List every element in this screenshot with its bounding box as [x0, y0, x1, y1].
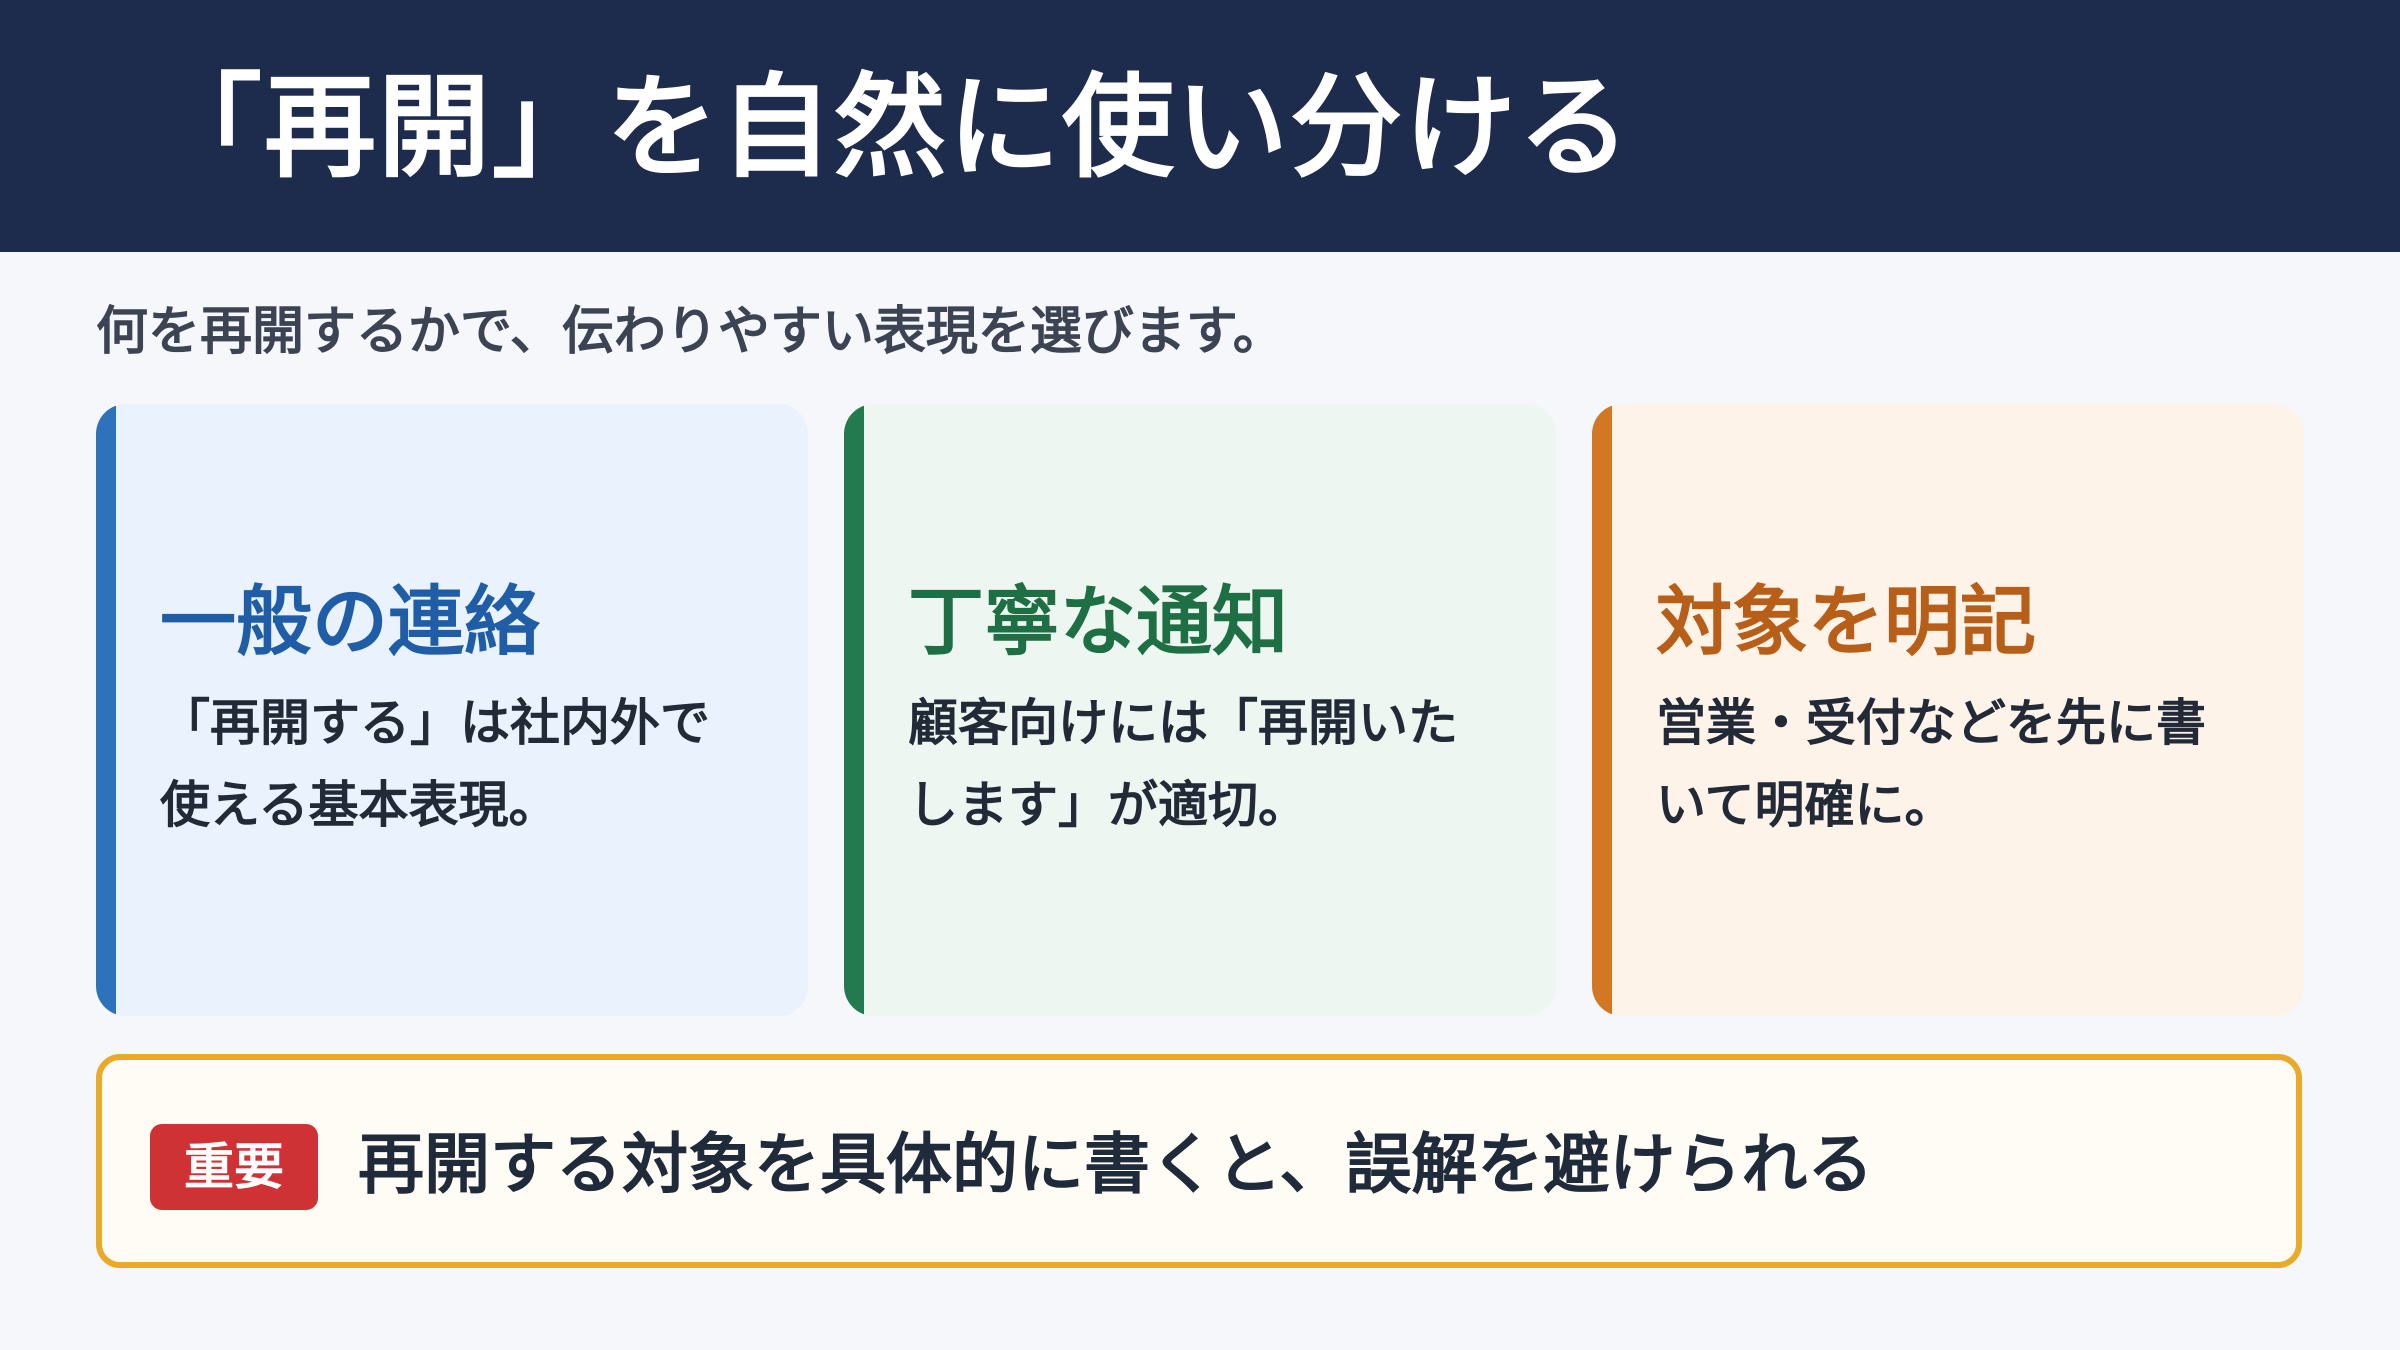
page-title: 「再開」を自然に使い分ける [150, 63, 1632, 193]
card-text: 営業・受付などを先に書 いて明確に。 [1656, 694, 2206, 834]
important-callout: 重要 再開する対象を具体的に書くと、誤解を避けられる [96, 1054, 2302, 1268]
callout-text: 再開する対象を具体的に書くと、誤解を避けられる [358, 1126, 1874, 1203]
card-text: 「再開する」は社内外で 使える基本表現。 [160, 694, 710, 834]
card-general-contact: 一般の連絡 「再開する」は社内外で 使える基本表現。 [96, 404, 808, 1016]
card-title: 一般の連絡 [160, 577, 540, 666]
card-title: 丁寧な通知 [908, 577, 1288, 666]
card-text: 顧客向けには「再開いた します」が適切。 [908, 694, 1458, 834]
title-bar: 「再開」を自然に使い分ける [0, 0, 2400, 252]
important-badge: 重要 [150, 1124, 318, 1210]
card-title: 対象を明記 [1656, 577, 2036, 666]
card-specify-target: 対象を明記 営業・受付などを先に書 いて明確に。 [1592, 404, 2304, 1016]
page-subtitle: 何を再開するかで、伝わりやすい表現を選びます。 [96, 302, 1285, 362]
card-polite-notice: 丁寧な通知 顧客向けには「再開いた します」が適切。 [844, 404, 1556, 1016]
